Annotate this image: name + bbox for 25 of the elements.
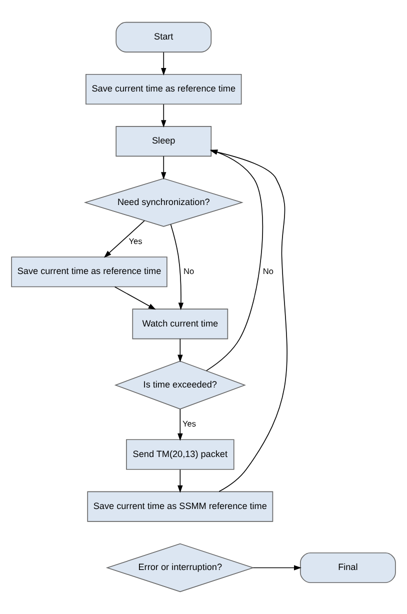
node-box: Sleep bbox=[116, 126, 212, 157]
arrow bbox=[252, 565, 302, 570]
node-box: Save current time as reference time bbox=[11, 256, 168, 288]
node-box: Start bbox=[116, 22, 212, 52]
arrow bbox=[170, 224, 184, 310]
arrow bbox=[161, 52, 166, 76]
arrow bbox=[161, 156, 166, 180]
node-box: Save current time as SSMM reference time bbox=[87, 491, 274, 522]
arrow bbox=[178, 469, 183, 493]
node-diamond: Is time exceeded? bbox=[114, 360, 246, 410]
arrow bbox=[114, 286, 156, 310]
node-box: Final bbox=[300, 552, 396, 584]
edge-label: No bbox=[184, 266, 194, 276]
node-box: Save current time as reference time bbox=[86, 74, 242, 105]
arrow bbox=[178, 338, 183, 362]
arrow bbox=[161, 104, 166, 128]
edge-label: No bbox=[262, 266, 274, 276]
arrow bbox=[104, 220, 145, 258]
arrow bbox=[178, 408, 183, 441]
edge-label: Yes bbox=[128, 236, 142, 246]
node-diamond: Error or interruption? bbox=[106, 543, 254, 592]
node-diamond: Need synchronization? bbox=[84, 178, 244, 227]
edge-label: Yes bbox=[182, 419, 196, 428]
node-box: Watch current time bbox=[132, 308, 228, 340]
node-box: Send TM(20,13) packet bbox=[126, 439, 234, 470]
